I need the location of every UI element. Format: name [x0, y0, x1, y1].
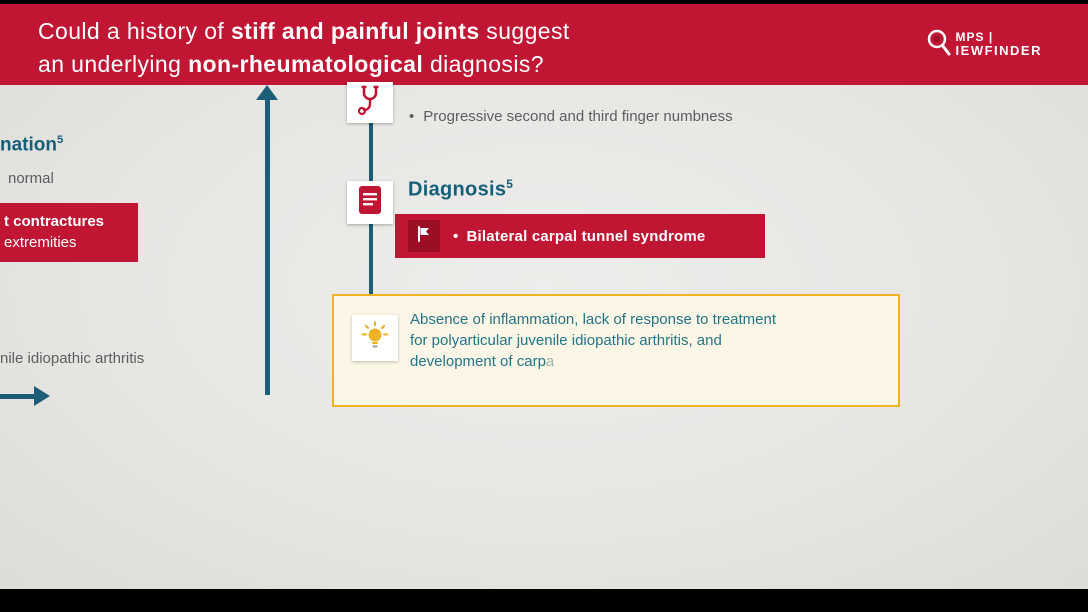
header-line-2: an underlying non-rheumatological diagno…	[38, 48, 570, 81]
diagnosis-heading-text: Diagnosis	[408, 178, 507, 201]
up-arrow-icon	[256, 85, 278, 100]
flag-icon-box	[408, 220, 440, 252]
logo-text: MPS | IEWFINDER	[956, 31, 1042, 57]
diagnosis-heading: Diagnosis5	[408, 177, 513, 202]
logo-line-main: IEWFINDER	[955, 42, 1042, 58]
diagnosis-banner: • Bilateral carpal tunnel syndrome	[395, 214, 765, 258]
slide-body: nation5 normal t contractures extremitie…	[0, 82, 1088, 589]
diagnosis-icon-box	[347, 181, 393, 224]
key-point-line-3: development of carpa	[410, 351, 900, 372]
symptom-bullet-row: • Progressive second and third finger nu…	[409, 108, 733, 125]
symptom-icon-box	[347, 82, 393, 123]
header-question: Could a history of stiff and painful joi…	[38, 15, 570, 81]
stethoscope-icon	[354, 83, 386, 122]
letterbox-bottom	[0, 589, 1088, 612]
jia-text: nile idiopathic arthritis	[0, 350, 145, 367]
header-text: Could a history of	[38, 18, 231, 44]
key-point-line-1: Absence of inflammation, lack of respons…	[410, 311, 777, 328]
header-text: an underlying	[38, 51, 189, 77]
flag-icon	[415, 225, 433, 248]
viewfinder-logo: MPS | IEWFINDER	[924, 27, 1042, 62]
bullet-glyph: •	[453, 227, 459, 245]
contractures-line-1: t contractures	[4, 213, 105, 230]
contractures-line-2: extremities	[4, 234, 77, 251]
contractures-callout: t contractures extremities	[0, 203, 138, 262]
symptom-text: Progressive second and third finger numb…	[423, 108, 733, 125]
document-icon	[358, 185, 382, 220]
bullet-glyph: •	[409, 108, 415, 125]
key-point-line-3-text: development of carp	[410, 353, 546, 370]
header-text: suggest	[479, 18, 570, 44]
diagnosis-banner-text: • Bilateral carpal tunnel syndrome	[453, 228, 705, 245]
diagnosis-banner-label: Bilateral carpal tunnel syndrome	[466, 227, 706, 245]
lightbulb-icon-box	[352, 315, 398, 361]
key-point-line-2: for polyarticular juvenile idiopathic ar…	[410, 332, 722, 349]
typing-character: a	[545, 353, 555, 370]
key-point-callout: Absence of inflammation, lack of respons…	[332, 294, 900, 407]
header-banner: Could a history of stiff and painful joi…	[0, 4, 1088, 85]
right-arrow-shaft	[0, 394, 36, 399]
header-text-bold: non-rheumatological	[188, 51, 424, 77]
examination-heading-sup: 5	[57, 134, 64, 146]
header-text: diagnosis?	[423, 51, 544, 77]
examination-heading: nation5	[0, 134, 63, 156]
logo-line-top: MPS |	[955, 30, 994, 45]
examination-heading-text: nation	[0, 134, 57, 156]
header-text-bold: stiff and painful joints	[230, 18, 480, 44]
up-arrow-shaft	[265, 98, 270, 395]
lightbulb-icon	[359, 320, 391, 357]
normal-text: normal	[8, 170, 54, 187]
right-arrow-icon	[34, 386, 50, 406]
diagnosis-heading-sup: 5	[506, 177, 514, 191]
key-point-text: Absence of inflammation, lack of respons…	[410, 309, 900, 372]
header-line-1: Could a history of stiff and painful joi…	[38, 15, 570, 48]
magnifier-icon	[924, 27, 954, 62]
letterbox-top	[0, 0, 1088, 4]
